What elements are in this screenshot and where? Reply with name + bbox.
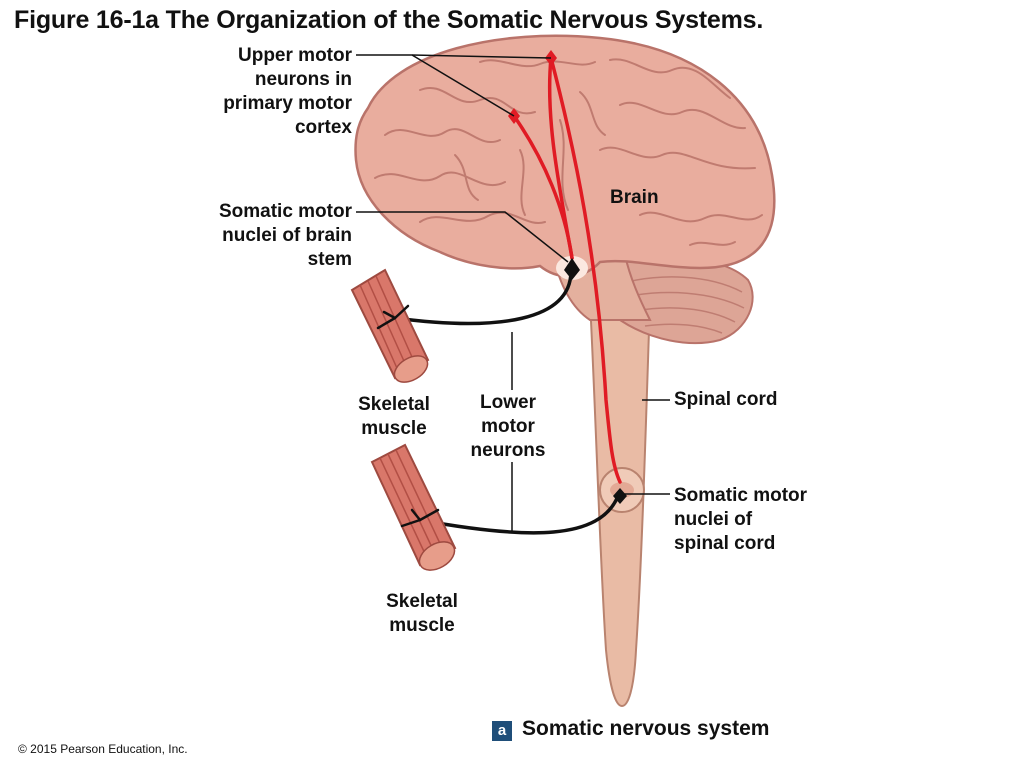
skeletal-muscle-bundle-1 bbox=[350, 268, 430, 383]
cerebrum-gyri bbox=[374, 58, 763, 246]
nerve-ending-2 bbox=[400, 508, 440, 528]
cerebrum bbox=[354, 34, 776, 278]
figure-title: Figure 16-1a The Organization of the Som… bbox=[14, 6, 764, 34]
label-spinal-cord: Spinal cord bbox=[674, 389, 778, 410]
nerve-ending-1 bbox=[376, 304, 410, 330]
skeletal-muscle-bundle-2 bbox=[370, 443, 457, 571]
label-somatic-motor-nuclei-spinal-cord: Somatic motor nuclei of spinal cord bbox=[674, 485, 808, 554]
label-skeletal-muscle-2: Skeletal muscle bbox=[386, 591, 458, 636]
upper-motor-neurons bbox=[512, 56, 622, 484]
label-lower-motor-neurons: Lower motor neurons bbox=[470, 392, 546, 461]
lower-motor-neurons bbox=[393, 270, 620, 535]
copyright: © 2015 Pearson Education, Inc. bbox=[18, 742, 188, 756]
lower-motor-somas bbox=[564, 258, 627, 504]
label-upper-motor-neurons: Upper motor neurons in primary motor cor… bbox=[223, 45, 352, 138]
leader-lines bbox=[356, 54, 670, 532]
part-badge: a bbox=[492, 721, 512, 741]
leader-upper-motor-2 bbox=[411, 54, 552, 59]
label-brain: Brain bbox=[610, 187, 659, 208]
caption-text: Somatic nervous system bbox=[522, 717, 770, 740]
leader-somatic-brainstem bbox=[356, 211, 569, 263]
label-skeletal-muscle-1: Skeletal muscle bbox=[358, 394, 430, 439]
label-somatic-motor-nuclei-brain-stem: Somatic motor nuclei of brain stem bbox=[218, 201, 352, 270]
